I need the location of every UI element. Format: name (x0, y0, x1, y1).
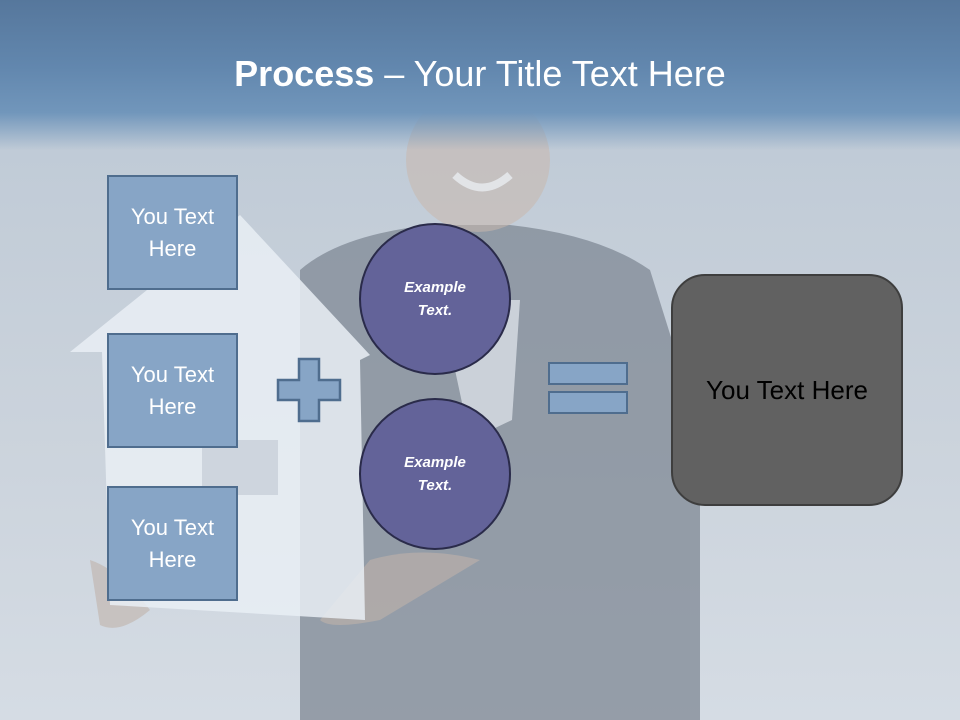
plus-icon (276, 357, 342, 423)
equals-bar-bottom (548, 391, 628, 414)
text-box-3-label: You Text Here (130, 514, 215, 572)
example-circle-1[interactable]: Example Text. (359, 223, 511, 375)
title-bold: Process (234, 53, 375, 94)
text-box-3[interactable]: You Text Here (107, 486, 238, 601)
example-circle-2-label: Example Text. (404, 454, 466, 494)
equals-bar-top (548, 362, 628, 385)
example-circle-2[interactable]: Example Text. (359, 398, 511, 550)
title-band (0, 0, 960, 150)
title-rest: – Your Title Text Here (374, 53, 726, 94)
result-box-label: You Text Here (706, 374, 868, 405)
text-box-2[interactable]: You Text Here (107, 333, 238, 448)
slide-title: Process – Your Title Text Here (0, 52, 960, 96)
text-box-2-label: You Text Here (130, 361, 215, 419)
text-box-1-label: You Text Here (130, 203, 215, 261)
result-box[interactable]: You Text Here (671, 274, 903, 506)
example-circle-1-label: Example Text. (404, 279, 466, 319)
text-box-1[interactable]: You Text Here (107, 175, 238, 290)
